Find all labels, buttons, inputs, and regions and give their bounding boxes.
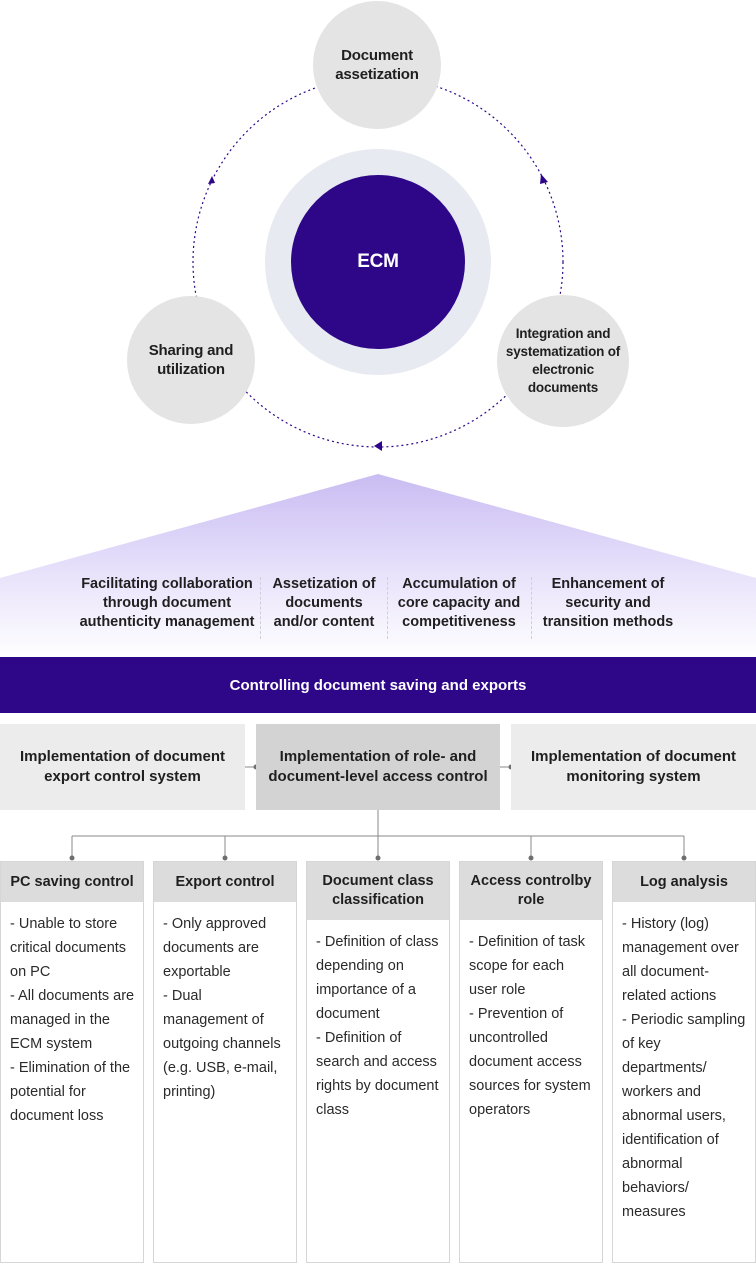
column-item: - Elimination of the potential for docum… bbox=[10, 1060, 131, 1124]
label-ecm: ECM bbox=[357, 251, 399, 272]
benefit-collaboration: Facilitating collaboration through docum… bbox=[79, 576, 255, 630]
control-column-access: Access controlby role - Definition of ta… bbox=[459, 861, 603, 1263]
circle-sharing-utilization bbox=[127, 296, 255, 424]
system-access-control: Implementation of role- and document-lev… bbox=[256, 724, 500, 810]
column-title: Export control bbox=[154, 862, 296, 902]
system-export-control: Implementation of document export contro… bbox=[0, 724, 245, 810]
benefit-divider bbox=[260, 577, 261, 639]
arrow-top-right-icon bbox=[540, 174, 548, 184]
column-item: - Definition of class depending on impor… bbox=[316, 934, 439, 1022]
column-item: - Unable to store critical documents on … bbox=[10, 916, 127, 980]
benefit-assetization: Assetization of documents and/or content bbox=[272, 576, 376, 630]
column-item: - Dual management of outgoing channels (… bbox=[163, 988, 281, 1100]
benefit-divider bbox=[531, 577, 532, 639]
ecm-core-circle bbox=[291, 175, 465, 349]
column-title: Log analysis bbox=[613, 862, 755, 902]
column-title: Document class classification bbox=[307, 862, 449, 920]
column-item: - Definition of search and access rights… bbox=[316, 1030, 439, 1118]
column-item: - History (log) management over all docu… bbox=[622, 916, 739, 1004]
circle-document-assetization bbox=[313, 1, 441, 129]
connector-lines bbox=[69, 764, 687, 861]
control-column-pc-saving: PC saving control - Unable to store crit… bbox=[0, 861, 144, 1263]
control-column-log: Log analysis - History (log) management … bbox=[612, 861, 756, 1263]
ecm-cycle-diagram bbox=[0, 1, 756, 660]
control-column-export: Export control - Only approved documents… bbox=[153, 861, 297, 1263]
benefit-security: Enhancement of security and transition m… bbox=[542, 576, 674, 630]
control-column-class: Document class classification - Definiti… bbox=[306, 861, 450, 1263]
benefits-fan-background bbox=[0, 474, 756, 660]
column-title: Access controlby role bbox=[460, 862, 602, 920]
column-title: PC saving control bbox=[1, 862, 143, 902]
label-sharing-utilization: Sharing and utilization bbox=[148, 342, 234, 378]
benefits-row: Facilitating collaboration through docum… bbox=[0, 575, 756, 655]
benefit-divider bbox=[387, 577, 388, 639]
arrow-top-left-icon bbox=[208, 176, 215, 184]
column-item: - Prevention of uncontrolled document ac… bbox=[469, 1006, 591, 1118]
column-item: - Periodic sampling of key departments/ … bbox=[622, 1012, 746, 1220]
label-document-assetization: Document assetization bbox=[335, 47, 419, 83]
circle-integration bbox=[497, 295, 629, 427]
arrow-bottom-icon bbox=[374, 441, 382, 451]
column-item: - Definition of task scope for each user… bbox=[469, 934, 586, 998]
system-monitoring: Implementation of document monitoring sy… bbox=[511, 724, 756, 810]
column-item: - All documents are managed in the ECM s… bbox=[10, 988, 135, 1052]
label-integration-systematization: Integration and systematization of elect… bbox=[505, 326, 621, 395]
column-item: - Only approved documents are exportable bbox=[163, 916, 267, 980]
benefit-capacity: Accumulation of core capacity and compet… bbox=[397, 576, 521, 630]
control-band: Controlling document saving and exports bbox=[0, 657, 756, 713]
